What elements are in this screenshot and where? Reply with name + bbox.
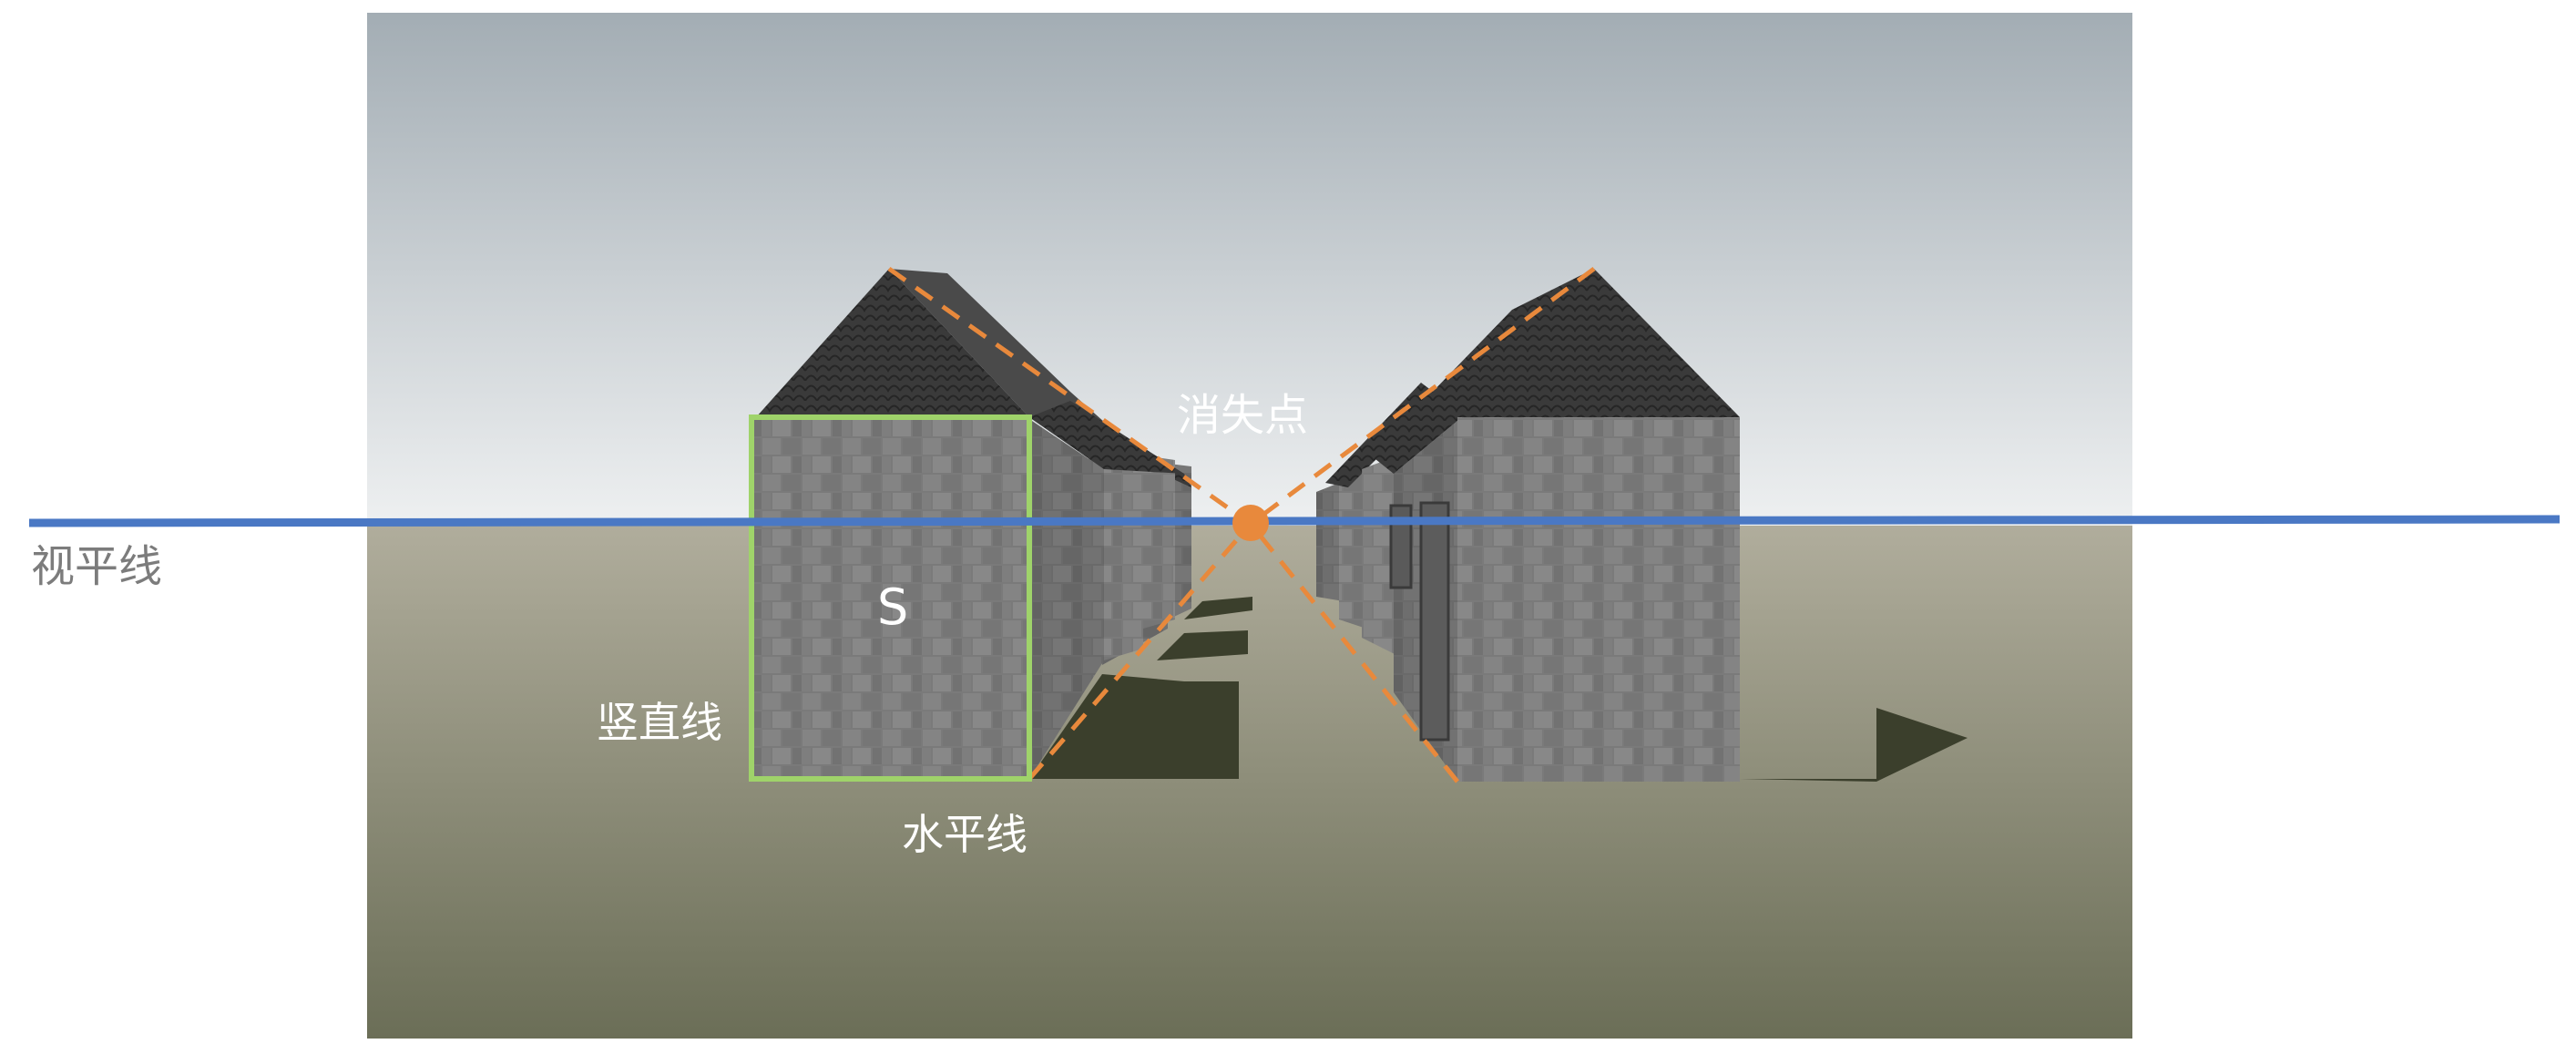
face-s-label: S bbox=[877, 578, 909, 636]
guide-left-bottom bbox=[1027, 522, 1252, 781]
right-rear-wall-1 bbox=[1362, 455, 1398, 656]
horizon-line bbox=[28, 515, 2561, 527]
right-main-roof-side bbox=[1371, 269, 1594, 474]
left-rear-front-3 bbox=[1143, 455, 1175, 629]
guide-right-bottom bbox=[1249, 522, 1459, 783]
right-house-row bbox=[1316, 269, 1740, 782]
vanishing-point-marker bbox=[1232, 505, 1269, 541]
right-main-roof-front bbox=[1457, 269, 1740, 417]
guide-right-roof bbox=[1249, 266, 1596, 527]
left-main-roof-side-tiles bbox=[1029, 401, 1184, 474]
right-rear-roof bbox=[1325, 383, 1439, 487]
left-house-row bbox=[751, 269, 1191, 779]
vanishing-point-label: 消失点 bbox=[1177, 390, 1309, 441]
left-house-shadow bbox=[1029, 674, 1239, 779]
highlight-face-outline bbox=[749, 414, 1032, 782]
right-house-door bbox=[1419, 501, 1450, 742]
horizontal-line-label: 水平线 bbox=[902, 810, 1027, 859]
right-main-front-wall bbox=[1457, 417, 1740, 782]
right-house-window bbox=[1389, 504, 1413, 589]
vertical-line-label: 竖直线 bbox=[597, 698, 722, 747]
left-main-front-wall bbox=[751, 417, 1029, 779]
right-rear-wall-3 bbox=[1316, 481, 1344, 601]
right-house-shadow bbox=[1740, 708, 1968, 782]
left-main-roof bbox=[756, 269, 1029, 417]
left-rear-shadow bbox=[1157, 630, 1248, 660]
guide-left-roof bbox=[887, 266, 1252, 527]
left-rear-shadow-2 bbox=[1184, 597, 1252, 619]
horizon-line-label: 视平线 bbox=[31, 541, 163, 592]
perspective-guides bbox=[887, 266, 1596, 783]
left-main-side-wall bbox=[1029, 419, 1104, 779]
ground bbox=[367, 526, 2132, 1039]
right-rear-wall-2 bbox=[1339, 469, 1366, 629]
sky bbox=[367, 13, 2132, 526]
